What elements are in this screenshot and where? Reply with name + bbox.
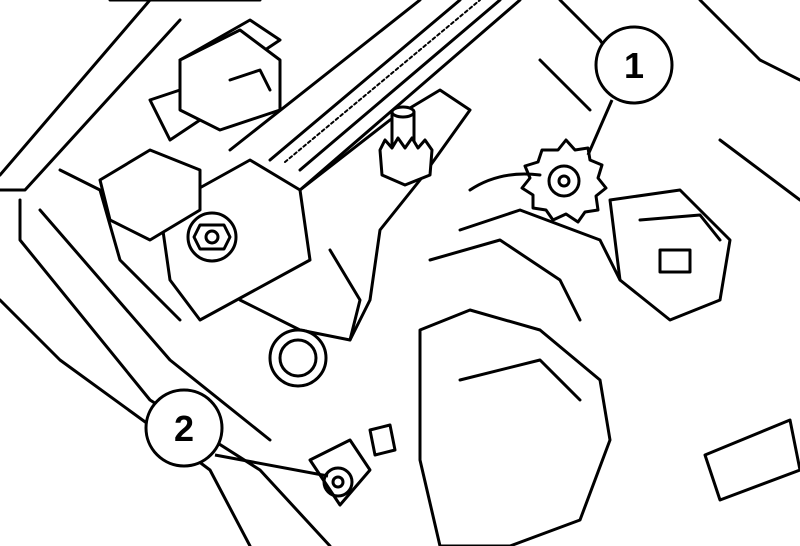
upper-connector xyxy=(178,28,282,132)
left-bracket xyxy=(58,18,282,322)
small-gear xyxy=(378,105,434,187)
lever-assembly xyxy=(418,0,800,546)
callout-2-label: 2 xyxy=(174,408,194,449)
small-screw xyxy=(308,423,397,507)
callout-1: 1 xyxy=(586,25,674,156)
motor-connector xyxy=(458,172,732,322)
callout-2: 2 xyxy=(144,388,329,478)
bolt-lower xyxy=(268,328,328,388)
drive-gear xyxy=(520,138,608,224)
housing-frame xyxy=(0,0,642,546)
callout-1-label: 1 xyxy=(624,45,644,86)
toothed-rail xyxy=(228,0,522,192)
bolt-upper-left xyxy=(186,211,238,263)
